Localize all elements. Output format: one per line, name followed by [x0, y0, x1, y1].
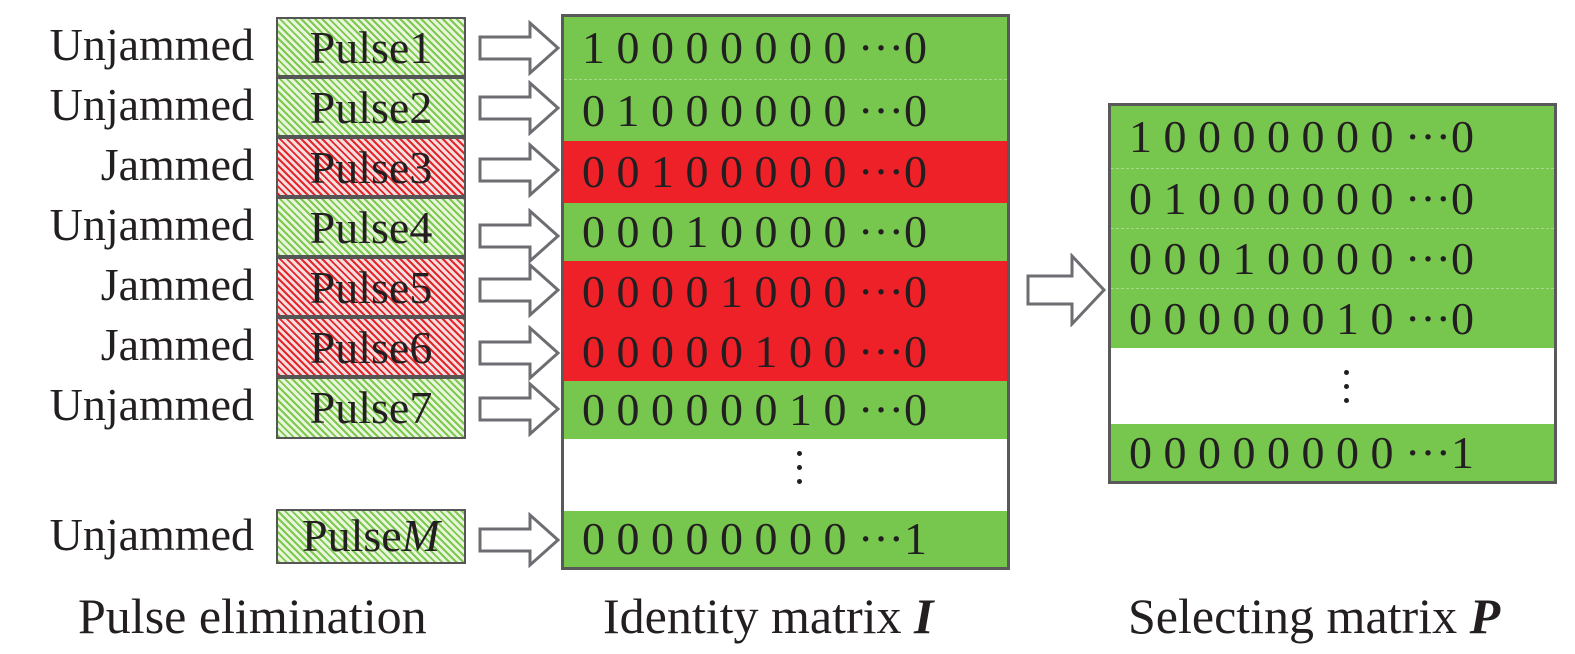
- identity-row-1: 1 0 0 0 0 0 0 0 ···0: [564, 17, 1007, 79]
- arrow-pulse3: [478, 142, 561, 198]
- pulse1-box: Pulse1: [276, 17, 466, 77]
- pulse5-label: Pulse5: [309, 262, 433, 313]
- identity-row-3: 0 0 1 0 0 0 0 0 ···0: [564, 141, 1007, 203]
- arrow-pulse5: [478, 262, 561, 318]
- selecting-row-1: 1 0 0 0 0 0 0 0 ···0: [1111, 106, 1554, 168]
- pulseM-symbol: M: [401, 510, 440, 561]
- identity-row-5: 0 0 0 0 1 0 0 0 ···0: [564, 261, 1007, 323]
- identity-row-2: 0 1 0 0 0 0 0 0 ···0: [564, 79, 1007, 141]
- arrow-to-selecting-matrix: [1026, 253, 1107, 327]
- selecting-row-2: 0 1 0 0 0 0 0 0 ···0: [1111, 168, 1554, 228]
- identity-vertical-ellipsis: [793, 451, 805, 493]
- pulse2-status-label: Unjammed: [49, 79, 254, 130]
- pulse7-label: Pulse7: [309, 382, 433, 433]
- arrow-pulse1: [478, 20, 561, 76]
- arrow-pulse4: [478, 208, 561, 264]
- pulse3-label: Pulse3: [309, 142, 433, 193]
- identity-row-M: 0 0 0 0 0 0 0 0 ···1: [564, 511, 1007, 567]
- arrow-pulse7: [478, 381, 561, 437]
- pulseM-label: PulseM: [302, 511, 440, 561]
- identity-row-6: 0 0 0 0 0 1 0 0 ···0: [564, 323, 1007, 381]
- pulse6-box: Pulse6: [276, 317, 466, 377]
- pulse6-label: Pulse6: [309, 322, 433, 373]
- pulse5-status-label: Jammed: [100, 259, 254, 310]
- identity-row-7: 0 0 0 0 0 0 1 0 ···0: [564, 381, 1007, 439]
- caption-selecting-symbol: P: [1469, 588, 1501, 644]
- identity-row-4: 0 0 0 1 0 0 0 0 ···0: [564, 203, 1007, 261]
- arrow-pulseM: [478, 512, 561, 568]
- caption-selecting-text: Selecting matrix: [1128, 588, 1470, 644]
- identity-matrix: 1 0 0 0 0 0 0 0 ···0 0 1 0 0 0 0 0 0 ···…: [561, 14, 1010, 570]
- arrow-pulse2: [478, 80, 561, 136]
- pulse2-box: Pulse2: [276, 77, 466, 137]
- pulseM-prefix: Pulse: [301, 510, 402, 561]
- caption-identity-symbol: I: [914, 588, 934, 644]
- selecting-row-3: 0 0 0 1 0 0 0 0 ···0: [1111, 228, 1554, 288]
- pulse3-status-label: Jammed: [100, 139, 254, 190]
- selecting-matrix: 1 0 0 0 0 0 0 0 ···0 0 1 0 0 0 0 0 0 ···…: [1108, 103, 1557, 484]
- selecting-row-last: 0 0 0 0 0 0 0 0 ···1: [1111, 424, 1554, 481]
- pulseM-status-label: Unjammed: [49, 509, 254, 560]
- caption-identity-matrix: Identity matrix I: [603, 588, 934, 644]
- caption-pulse-elimination: Pulse elimination: [78, 588, 427, 644]
- caption-identity-text: Identity matrix: [603, 588, 915, 644]
- pulse4-label: Pulse4: [309, 202, 433, 253]
- pulse3-box: Pulse3: [276, 137, 466, 197]
- pulse5-box: Pulse5: [276, 257, 466, 317]
- pulse4-status-label: Unjammed: [49, 199, 254, 250]
- pulse1-label: Pulse1: [309, 22, 433, 73]
- arrow-pulse6: [478, 325, 561, 381]
- pulse7-status-label: Unjammed: [49, 379, 254, 430]
- pulse1-status-label: Unjammed: [49, 19, 254, 70]
- selecting-vertical-ellipsis: [1340, 370, 1352, 412]
- pulseM-box: PulseM: [276, 509, 466, 564]
- pulse6-status-label: Jammed: [100, 319, 254, 370]
- caption-selecting-matrix: Selecting matrix P: [1128, 588, 1500, 644]
- pulse4-box: Pulse4: [276, 197, 466, 257]
- pulse7-box: Pulse7: [276, 377, 466, 439]
- selecting-row-4: 0 0 0 0 0 0 1 0 ···0: [1111, 288, 1554, 348]
- pulse2-label: Pulse2: [309, 82, 433, 133]
